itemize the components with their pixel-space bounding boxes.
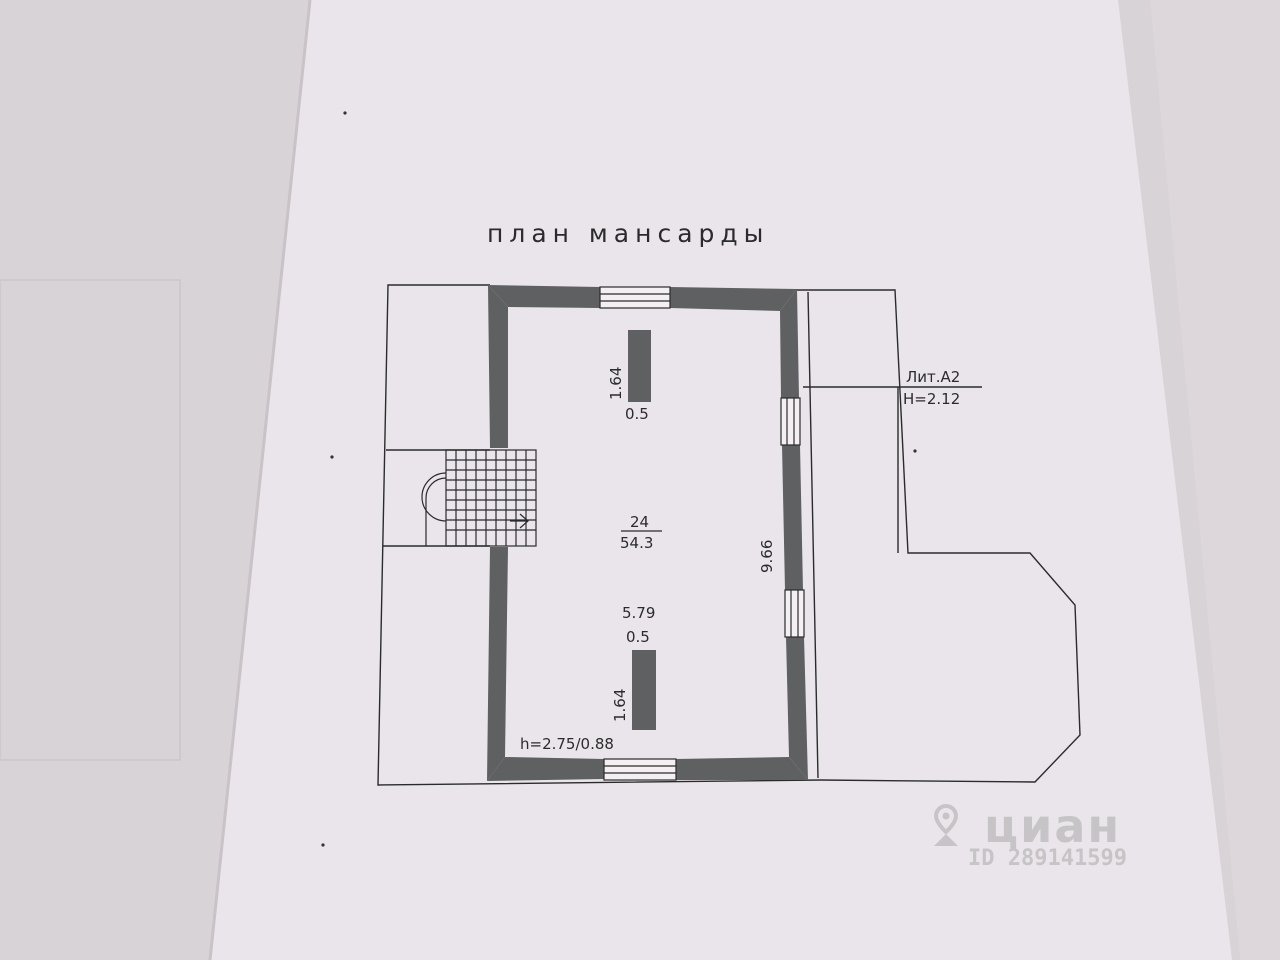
speck	[330, 455, 334, 459]
wall-top-right	[670, 287, 797, 311]
room-area: 54.3	[620, 534, 653, 552]
outline	[377, 284, 1081, 786]
watermark-brand: циан	[984, 799, 1122, 853]
window-bottom	[603, 758, 677, 781]
staircase	[421, 449, 537, 547]
page-fold	[208, 0, 312, 960]
speck	[343, 111, 347, 115]
stair-arrow-head	[519, 513, 529, 529]
right-page	[210, 0, 1232, 960]
wall-bottom-left	[487, 757, 604, 781]
wall-left-upper	[488, 285, 508, 448]
wall-right-3	[786, 637, 808, 780]
speck	[913, 449, 917, 453]
speck	[321, 843, 325, 847]
annex-height: H=2.12	[903, 390, 960, 408]
stair-treads	[446, 450, 536, 546]
column-bottom	[632, 650, 656, 730]
wall-right-1	[780, 289, 799, 398]
attic-outline	[377, 284, 1081, 786]
stair-arc	[425, 477, 447, 546]
ceiling-height: h=2.75/0.88	[520, 735, 614, 753]
stair-box	[445, 449, 537, 547]
length-dimension: 9.66	[758, 540, 776, 573]
wall-left-lower	[487, 547, 508, 781]
stair-turn	[421, 472, 447, 522]
watermark-listing-id: ID 289141599	[968, 846, 1127, 871]
window-right-2	[784, 589, 805, 638]
width-dimension: 5.79	[622, 604, 655, 622]
column-bottom-height: 1.64	[611, 689, 629, 722]
column-bottom-width: 0.5	[626, 628, 650, 646]
annex-liter: Лит.А2	[906, 368, 960, 386]
windows	[599, 286, 805, 781]
walls	[487, 285, 808, 781]
column-top-height: 1.64	[607, 367, 625, 400]
column-top	[628, 330, 651, 402]
plan-title: план мансарды	[487, 219, 769, 248]
window-top	[599, 286, 671, 309]
faded-page-frame	[0, 279, 181, 761]
right-outer-line	[807, 291, 819, 779]
wall-right-2	[782, 445, 803, 590]
room-number: 24	[630, 513, 649, 531]
column-top-width: 0.5	[625, 405, 649, 423]
map-pin-icon	[933, 804, 959, 846]
wall-bottom-right	[676, 757, 808, 780]
wall-top-left	[488, 285, 600, 308]
window-right-1	[780, 397, 801, 446]
